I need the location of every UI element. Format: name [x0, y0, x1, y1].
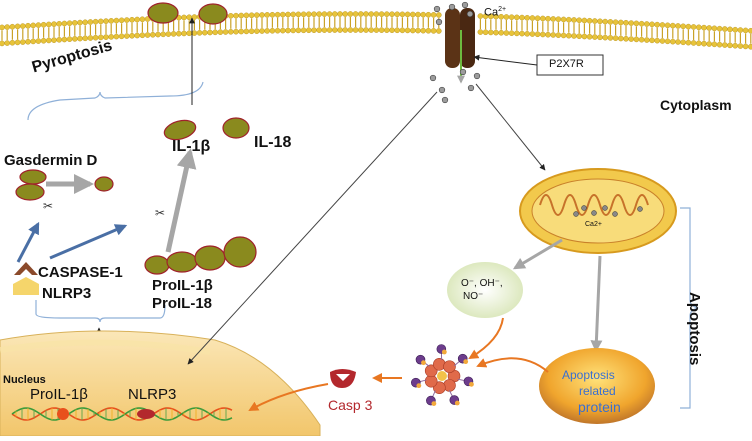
calcium-label: Ca2+ [484, 6, 506, 19]
p2x7r-label: P2X7R [549, 58, 584, 70]
casp3-icon [330, 369, 356, 388]
gasdermin-protein-icon [16, 184, 44, 200]
proil18-label: ProIL-18 [152, 295, 212, 312]
ros-label-line1: O⁻, OH⁻, [461, 278, 503, 289]
ros-to-apoptosome-arrow [470, 318, 503, 358]
nlrp3-gene-marker [137, 409, 155, 419]
mito-to-protein-arrow [596, 256, 600, 350]
p2x7r-pointer-arrow [474, 57, 537, 65]
il18-protein-icon [223, 118, 249, 138]
nlrp3-icon [13, 277, 39, 295]
ros-label-line2: NO⁻ [463, 291, 483, 302]
caspase-activation-arrow [18, 224, 38, 262]
gene-proil1b-label: ProIL-1β [30, 386, 88, 403]
casp3-label: Casp 3 [328, 397, 372, 413]
proil-protein-icon [167, 252, 197, 272]
gene-nlrp3-label: NLRP3 [128, 386, 176, 403]
scissors-icon: ✂ [155, 206, 165, 220]
gasdermin-protein-icon [20, 170, 46, 184]
protein-to-apoptosome-arrow [478, 358, 548, 372]
released-il-protein-icon [199, 4, 227, 24]
ros-bubble [447, 262, 523, 318]
cell-membrane [0, 11, 752, 49]
nlrp3-label: NLRP3 [42, 285, 91, 302]
cytoplasm-label: Cytoplasm [660, 97, 732, 113]
apoptosis-protein-label-line2: related [579, 384, 616, 398]
mitochondrion-icon [520, 169, 676, 253]
il1b-label: IL-1β [172, 138, 210, 156]
inflammasome-bracket [36, 300, 165, 322]
apoptosome-icon [411, 345, 474, 406]
proil-protein-icon [224, 237, 256, 267]
mito-calcium-label: Ca2+ [585, 221, 602, 228]
caspase-activation-arrow [50, 226, 125, 258]
gasdermin-label: Gasdermin D [4, 152, 97, 169]
released-il-protein-icon [148, 3, 178, 23]
proil-protein-icon [145, 256, 169, 274]
proil-protein-icon [195, 246, 225, 270]
cleaved-gasdermin-icon [95, 177, 113, 191]
apoptosis-protein-label-line1: Apoptosis [562, 368, 615, 382]
processing-arrow [168, 152, 190, 252]
nucleus-label: Nucleus [3, 374, 46, 386]
pyroptosis-bracket [28, 82, 203, 120]
apoptosis-label: Apoptosis [686, 292, 703, 365]
apoptosis-protein-label-line3: protein [578, 399, 621, 415]
calcium-to-mitochondria-arrow [476, 84, 545, 170]
nucleus-shape [0, 331, 320, 436]
p2x7r-channel-icon [445, 8, 475, 82]
proil1b-gene-marker [57, 408, 69, 420]
il18-label: IL-18 [254, 134, 291, 152]
proil1b-label: ProIL-1β [152, 277, 213, 294]
caspase1-label: CASPASE-1 [38, 264, 123, 281]
caspase1-icon [14, 262, 38, 275]
mito-to-ros-arrow [515, 240, 562, 268]
scissors-icon: ✂ [43, 199, 53, 213]
